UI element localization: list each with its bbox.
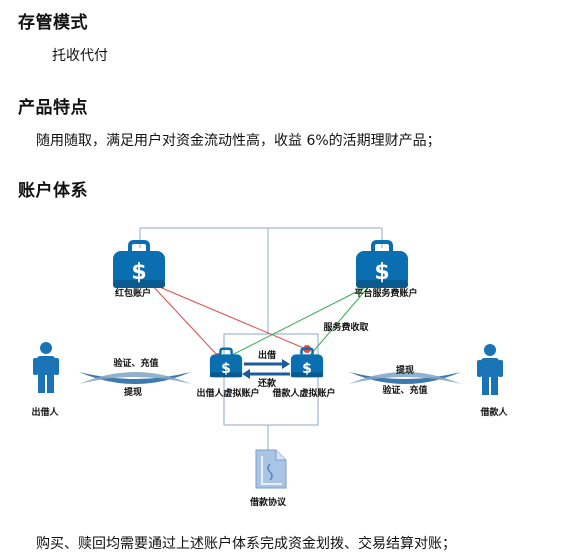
platform-fee-dollar-icon: $ — [374, 260, 389, 285]
lender-virtual-dollar-icon: $ — [221, 361, 231, 377]
right-verify-recharge-label: 验证、充值 — [382, 384, 427, 396]
lender: 出借人 — [31, 342, 59, 418]
lend-arrow: 出借 — [244, 349, 290, 369]
document-icon — [255, 449, 287, 489]
borrower-virtual-dollar-icon: $ — [302, 361, 312, 377]
borrower-label: 借款人 — [479, 406, 508, 418]
lender-virtual-account-label: 出借人虚拟账户 — [196, 387, 259, 399]
red-packet-flow-lines — [149, 282, 307, 357]
lender-virtual-account: $ 出借人虚拟账户 — [196, 347, 260, 399]
borrower-person-icon — [477, 344, 503, 395]
fee-flow-lines — [221, 284, 371, 361]
repay-label: 还款 — [257, 377, 277, 389]
left-exchange-swoosh-icon — [79, 372, 191, 384]
left-verify-recharge-label: 验证、充值 — [113, 357, 158, 369]
custody-text: 托收代付 — [52, 48, 108, 64]
borrower: 借款人 — [477, 344, 508, 418]
connector-lines — [139, 227, 383, 452]
red-packet-account: $ 红包账户 — [111, 240, 167, 299]
footer-text: 购买、赎回均需要通过上述账户体系完成资金划拨、交易结算对账； — [36, 536, 456, 552]
borrower-virtual-account: $ 借款人虚拟账户 — [271, 347, 336, 399]
accounts-heading: 账户体系 — [18, 181, 88, 201]
custody-heading: 存管模式 — [18, 13, 88, 33]
red-packet-dollar-icon: $ — [131, 260, 146, 285]
loan-agreement: 借款协议 — [249, 449, 287, 508]
lender-label: 出借人 — [31, 406, 59, 418]
repay-arrow: 还款 — [242, 369, 290, 389]
features-text: 随用随取，满足用户对资金流动性高，收益 6%的活期理财产品； — [36, 133, 441, 149]
lend-label: 出借 — [258, 349, 276, 361]
platform-fee-account-label: 平台服务费账户 — [354, 287, 417, 299]
left-exchange-arrows: 验证、充值 提现 — [79, 357, 191, 398]
borrower-virtual-account-label: 借款人虚拟账户 — [271, 387, 335, 399]
left-withdraw-label: 提现 — [124, 386, 142, 398]
platform-fee-account: $ 平台服务费账户 — [354, 240, 418, 299]
features-heading: 产品特点 — [18, 98, 88, 118]
red-packet-account-label: 红包账户 — [115, 287, 151, 299]
loan-agreement-label: 借款协议 — [249, 496, 287, 508]
right-exchange-arrows: 提现 验证、充值 — [349, 364, 461, 396]
fee-collection-label: 服务费收取 — [323, 321, 369, 333]
right-withdraw-label: 提现 — [396, 364, 414, 376]
lender-person-icon — [33, 342, 59, 393]
